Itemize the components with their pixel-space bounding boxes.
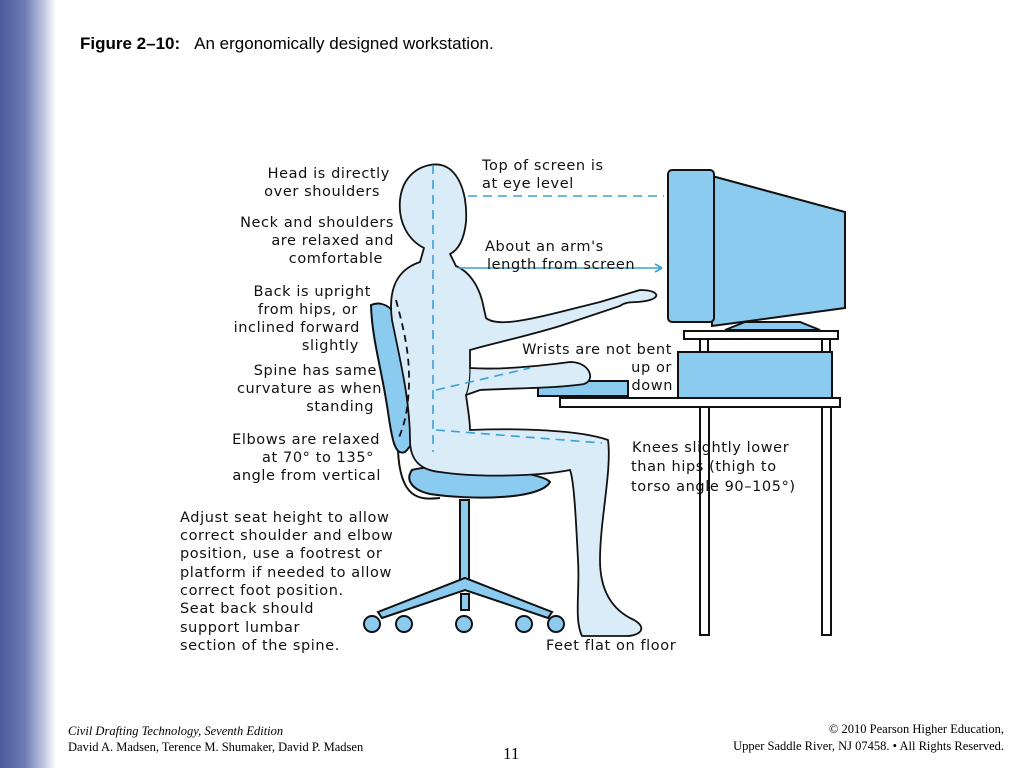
- callout-back-line-4: slightly: [302, 338, 359, 354]
- footer-copyright: © 2010 Pearson Higher Education, Upper S…: [733, 721, 1004, 755]
- footer-book-title: Civil Drafting Technology, Seventh Editi…: [68, 724, 284, 738]
- slide-side-gradient-bar: [0, 0, 56, 768]
- chair-base: [376, 576, 554, 620]
- callout-back-line-3: inclined forward: [234, 320, 360, 336]
- callout-knees-line-2: than hips (thigh to: [631, 459, 777, 475]
- callout-spine-line-1: Spine has same: [254, 363, 377, 379]
- person-forearm-line: [465, 367, 471, 396]
- chair-caster-1: [363, 615, 381, 633]
- figure-caption: Figure 2–10: An ergonomically designed wo…: [80, 34, 494, 54]
- footer-address-line: Upper Saddle River, NJ 07458. • All Righ…: [733, 739, 1004, 753]
- callout-knees: Knees slightly lower than hips (thigh to…: [631, 440, 796, 495]
- figure-title: An ergonomically designed workstation.: [194, 34, 494, 53]
- callout-neck-line-2: are relaxed and: [271, 233, 394, 249]
- callout-knees-line-3: torso angle 90–105°): [631, 479, 796, 495]
- callout-spine-line-2: curvature as when: [237, 381, 382, 397]
- callout-seat-line-3: position, use a footrest or: [180, 546, 382, 562]
- callout-elbows-line-2: at 70° to 135°: [262, 450, 374, 466]
- chair-post: [459, 499, 470, 581]
- desk-leg-front: [699, 406, 710, 636]
- callout-seat-line-4: platform if needed to allow: [180, 565, 392, 581]
- page-number: 11: [503, 744, 520, 763]
- arm-length-arrow-a: [654, 263, 663, 269]
- seated-person: [390, 163, 658, 637]
- callout-seat-line-6: Seat back should: [180, 601, 314, 617]
- callout-neck-line-3: comfortable: [289, 251, 383, 267]
- callout-seat-line-8: section of the spine.: [180, 638, 340, 654]
- computer-monitor: [667, 169, 846, 331]
- callout-head-line-2: over shoulders: [264, 184, 380, 200]
- callout-wrists: Wrists are not bent up or down: [522, 342, 673, 394]
- callout-feet: Feet flat on floor: [546, 638, 676, 654]
- monitor-stand: [724, 321, 821, 331]
- callout-neck-line-1: Neck and shoulders: [240, 215, 394, 231]
- callout-back-line-1: Back is upright: [254, 284, 371, 300]
- footer-book-info: Civil Drafting Technology, Seventh Editi…: [68, 723, 363, 755]
- monitor-body: [711, 174, 846, 328]
- callout-head: Head is directly over shoulders: [264, 166, 390, 200]
- callout-back: Back is upright from hips, or inclined f…: [234, 284, 371, 354]
- callout-elbows-line-1: Elbows are relaxed: [232, 432, 380, 448]
- callout-wrists-line-1: Wrists are not bent: [522, 342, 672, 358]
- desk-top: [559, 397, 841, 408]
- forearm-angle-line: [435, 367, 531, 391]
- thigh-angle-line: [435, 429, 603, 444]
- callout-neck: Neck and shoulders are relaxed and comfo…: [240, 215, 394, 267]
- person-silhouette: [390, 163, 658, 637]
- callout-seat-line-1: Adjust seat height to allow: [180, 510, 389, 526]
- figure-number: Figure 2–10:: [80, 34, 181, 53]
- callout-seat: Adjust seat height to allow correct shou…: [180, 510, 393, 654]
- spine-curve: [395, 299, 410, 441]
- callout-screen-top-line-1: Top of screen is: [481, 158, 604, 174]
- callout-spine: Spine has same curvature as when standin…: [237, 363, 382, 415]
- chair-caster-4: [515, 615, 533, 633]
- callout-head-line-1: Head is directly: [268, 166, 390, 182]
- callout-feet-line-1: Feet flat on floor: [546, 638, 676, 654]
- callout-wrists-line-2: up or: [631, 360, 672, 376]
- callout-elbows: Elbows are relaxed at 70° to 135° angle …: [232, 432, 381, 484]
- callout-back-line-2: from hips, or: [258, 302, 358, 318]
- callout-screen-top: Top of screen is at eye level: [481, 158, 604, 192]
- monitor-shelf: [683, 330, 839, 340]
- chair-caster-5: [547, 615, 565, 633]
- monitor-screen: [667, 169, 715, 323]
- chair-back-support: [397, 449, 441, 500]
- callout-seat-line-2: correct shoulder and elbow: [180, 528, 393, 544]
- callout-seat-line-7: support lumbar: [180, 620, 300, 636]
- callout-arm-length: About an arm's length from screen: [485, 239, 635, 273]
- footer-authors: David A. Madsen, Terence M. Shumaker, Da…: [68, 740, 364, 754]
- callout-screen-top-line-2: at eye level: [482, 176, 574, 192]
- computer-cpu: [677, 351, 833, 399]
- arm-length-arrow-b: [654, 267, 663, 273]
- callout-wrists-line-3: down: [631, 378, 673, 394]
- callout-seat-line-5: correct foot position.: [180, 583, 344, 599]
- callout-elbows-line-3: angle from vertical: [232, 468, 381, 484]
- chair-caster-2: [395, 615, 413, 633]
- desk-leg-back: [821, 406, 832, 636]
- callout-knees-line-1: Knees slightly lower: [632, 440, 789, 456]
- chair-caster-3: [455, 615, 473, 633]
- chair-center-stem: [460, 593, 470, 611]
- callout-arm-length-line-2: length from screen: [487, 257, 635, 273]
- callout-spine-line-3: standing: [306, 399, 374, 415]
- callout-arm-length-line-1: About an arm's: [485, 239, 604, 255]
- guide-lines: [432, 165, 664, 452]
- footer-copyright-line: © 2010 Pearson Higher Education,: [828, 722, 1004, 736]
